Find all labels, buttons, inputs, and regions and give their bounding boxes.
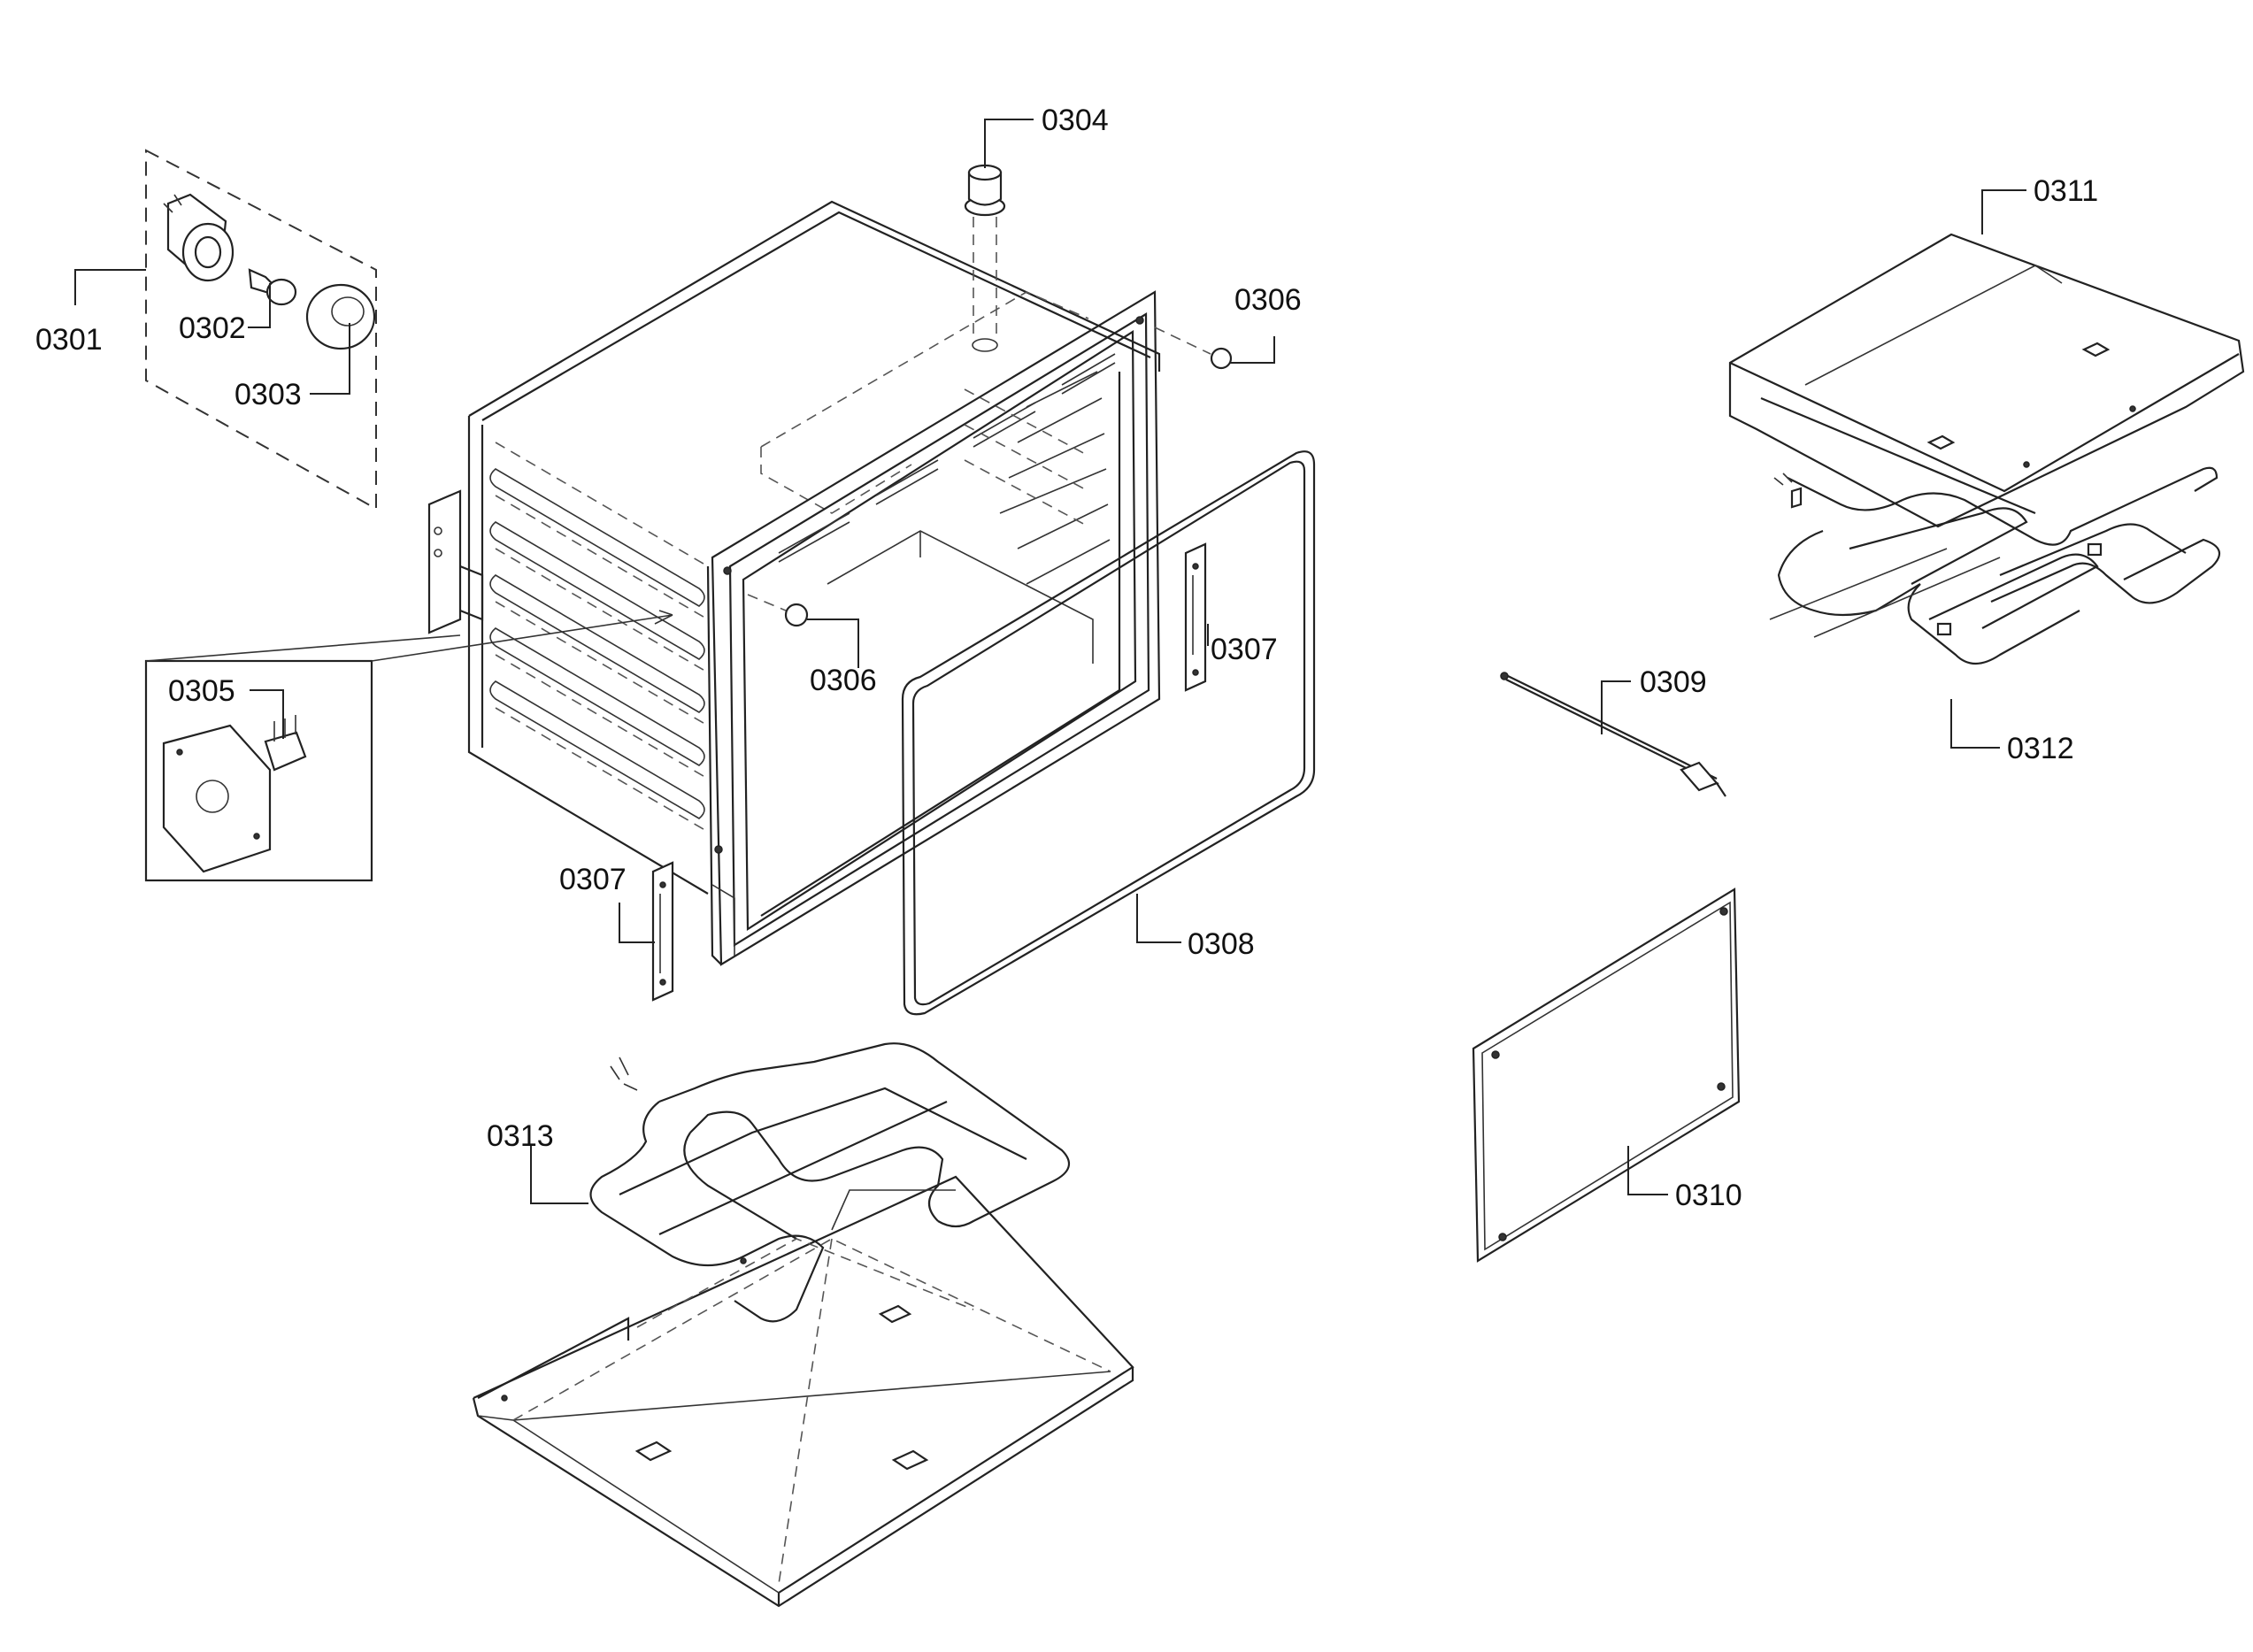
frame-screw-lower-part xyxy=(747,594,809,627)
part-labels: 0301 0302 0303 0304 0305 0306 0306 0307 … xyxy=(35,104,2098,1212)
label-0307-left: 0307 xyxy=(559,863,627,896)
leader-lines xyxy=(74,119,2026,1204)
front-frame xyxy=(706,290,1161,966)
broil-heating-element-part xyxy=(1769,466,2221,665)
oven-cavity xyxy=(427,200,1161,966)
lamp-assembly-group xyxy=(145,149,377,511)
label-0301: 0301 xyxy=(35,323,103,357)
frame-screw-upper-part xyxy=(1154,327,1233,370)
label-0302: 0302 xyxy=(179,311,246,345)
label-0312: 0312 xyxy=(2007,732,2074,765)
top-heat-shield-part xyxy=(1728,233,2245,528)
hinge-bracket-right-part xyxy=(1184,542,1207,692)
label-0307-right: 0307 xyxy=(1211,633,1278,666)
rear-cover-panel-part xyxy=(1472,887,1741,1263)
door-gasket-part xyxy=(901,450,1316,1016)
label-0304: 0304 xyxy=(1042,104,1109,137)
label-0308: 0308 xyxy=(1188,927,1255,961)
bake-heating-element-part xyxy=(589,1042,1071,1323)
label-0313: 0313 xyxy=(487,1119,554,1153)
lamp-lens-part xyxy=(305,283,376,350)
label-0310: 0310 xyxy=(1675,1179,1742,1212)
bottom-panel-part xyxy=(472,1175,1134,1608)
light-switch-inset xyxy=(144,610,673,882)
lamp-socket-part xyxy=(163,193,235,282)
label-0306-upper: 0306 xyxy=(1234,283,1302,317)
vent-fitting-part xyxy=(964,164,1006,352)
label-0309: 0309 xyxy=(1640,665,1707,699)
label-0303: 0303 xyxy=(235,378,302,411)
label-0306-lower: 0306 xyxy=(810,664,877,697)
left-rack-runners xyxy=(489,468,705,819)
temperature-sensor-part xyxy=(1500,672,1726,797)
label-0305: 0305 xyxy=(168,674,235,708)
hinge-bracket-left-part xyxy=(651,861,674,1002)
label-0311: 0311 xyxy=(2034,174,2098,208)
lamp-bulb-part xyxy=(248,268,297,306)
